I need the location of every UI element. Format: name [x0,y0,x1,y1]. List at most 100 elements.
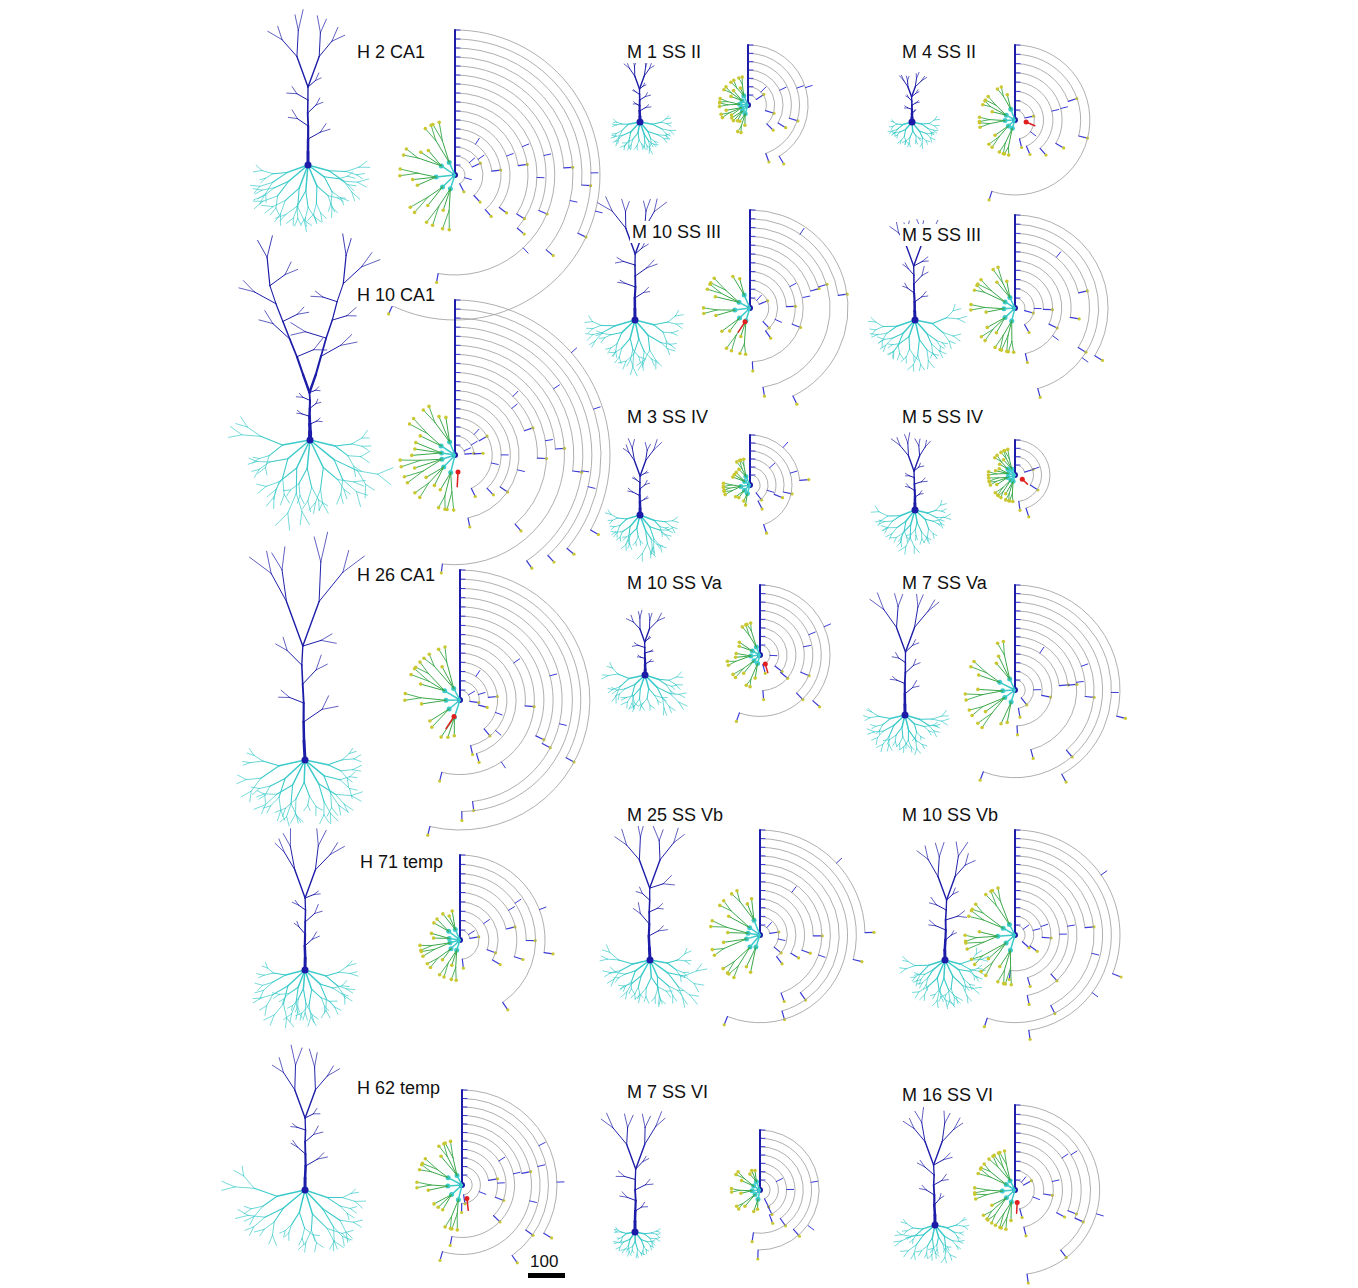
basal-dendrite [617,333,622,344]
basal-dendrite [275,214,281,222]
basal-dendrite [357,492,361,507]
basal-dendrite [940,500,941,505]
basal-dendrite [914,547,919,553]
apical-dendrite [908,433,910,443]
basal-dendrite [338,480,344,490]
apical-dendrite [909,456,915,471]
basal-branch [987,318,1005,328]
basal-dendrite [258,194,266,199]
basal-dendrite [637,528,638,536]
basal-dendrite [619,357,621,364]
apical-trunk [639,496,641,503]
apical-dendrite [623,261,635,265]
basal-dendrite [267,489,275,496]
terminal-dot [714,295,718,299]
apical-dendrite [914,276,922,284]
basal-dendrite [285,188,299,200]
basal-dendrite [922,124,929,129]
apical-dendrite [922,272,928,276]
apical-dendrite [646,106,651,108]
apical-dendrite [290,698,304,704]
basal-dendrite [334,460,343,480]
dendrogram-tick [1034,308,1041,309]
terminal-dot [737,468,741,472]
terminal-dot [988,198,991,201]
dendrogram-tick [1052,110,1059,112]
terminal-dot [978,125,982,129]
apical-dendrite [626,284,636,288]
basal-dendrite [339,176,348,179]
basal-branch [418,173,436,177]
apical-trunk [913,293,916,302]
basal-dendrite [643,352,645,363]
terminal-dot [1000,85,1004,89]
basal-dendrite [253,171,262,172]
terminal-dot [408,422,412,426]
basal-dendrite [927,510,935,513]
apical-dendrite [916,101,919,103]
apical-dendrite [291,323,306,332]
apical-dendrite [606,197,613,211]
basal-dendrite [663,332,666,341]
basal-dendrite [898,345,900,353]
basal-dendrite [344,181,358,182]
basal-dendrite [887,326,897,333]
dendrogram-arc [1015,270,1053,324]
basal-dendrite [906,141,909,144]
terminal-dot [730,113,734,117]
basal-dendrite [599,337,604,338]
basal-branch [741,114,745,126]
apical-dendrite [282,40,297,57]
terminal-dot [1020,146,1023,149]
dendrogram-arc [455,111,518,166]
basal-dendrite [247,427,260,436]
apical-dendrite [901,75,903,80]
basal-dendrite [618,361,626,363]
basal-dendrite [628,544,630,548]
dendrogram-tick [465,178,472,180]
terminal-dot [980,335,984,339]
soma [632,317,639,324]
basal-branch [1006,459,1012,469]
terminal-dot [1078,317,1081,320]
basal-branch [443,189,450,211]
basal-dendrite [328,765,341,771]
basal-dendrite [921,365,925,370]
basal-dendrite [611,344,617,348]
apical-dendrite [905,435,908,443]
dendrogram-trunk [1014,440,1016,475]
basal-dendrite [266,174,274,179]
dendrogram [398,300,610,575]
dendrogram-arc [750,443,792,525]
apical-dendrite [922,296,928,298]
apical-dendrite [278,26,282,39]
basal-dendrite [366,485,375,491]
apical-trunk [307,139,310,152]
basal-dendrite [321,213,322,221]
apical-dendrite [645,483,650,485]
basal-branch [990,121,1005,124]
basal-dendrite [898,537,901,541]
apical-dendrite [316,102,323,105]
basal-dendrite [318,500,320,510]
basal-dendrite [633,133,638,140]
basal-dendrite [638,537,640,542]
basal-dendrite [276,196,278,208]
basal-branch [401,460,420,467]
apical-dendrite [617,258,623,262]
basal-dendrite [919,138,921,141]
apical-trunk [321,338,326,356]
terminal-dot [412,417,416,421]
dendrogram-arc [455,93,537,228]
basal-dendrite [353,765,362,769]
apical-trunk [913,302,916,311]
basal-dendrite [361,457,370,463]
basal-dendrite [932,344,940,351]
basal-dendrite [606,348,611,349]
basal-dendrite [882,333,886,340]
dendrogram-arc [455,427,479,441]
basal-dendrite [667,530,673,533]
basal-dendrite [913,365,914,372]
dendrogram-tick [594,407,601,409]
basal-dendrite [631,350,633,359]
